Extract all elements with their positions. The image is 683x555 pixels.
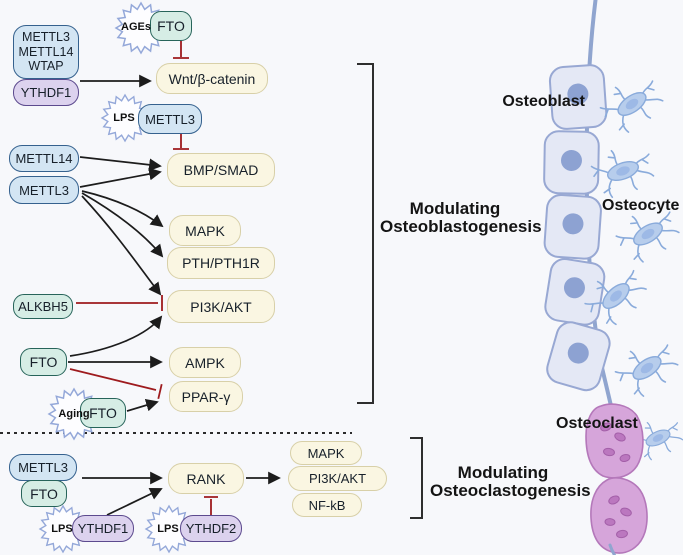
writer-complex-line: WTAP bbox=[28, 59, 64, 74]
node-fto-ages: FTO bbox=[150, 11, 192, 41]
node-ythdf2: YTHDF2 bbox=[180, 515, 242, 542]
node-fto: FTO bbox=[20, 348, 67, 376]
node-pi3k-akt: PI3K/AKT bbox=[167, 290, 275, 323]
activation-arrows bbox=[68, 74, 281, 516]
node-output-nf-kb: NF-kB bbox=[292, 493, 362, 517]
node-mettl3-lps: METTL3 bbox=[138, 104, 202, 134]
lps-starburst-label: LPS bbox=[157, 523, 179, 535]
node-pth-pth1r: PTH/PTH1R bbox=[167, 247, 275, 279]
node-mettl14: METTL14 bbox=[9, 145, 79, 172]
osteoclast-nuclei bbox=[600, 422, 632, 539]
node-fto-aging: FTO bbox=[80, 398, 126, 428]
node-mapk: MAPK bbox=[169, 215, 241, 246]
node-output-pi3k-akt: PI3K/AKT bbox=[288, 466, 387, 491]
osteoclast-cells bbox=[585, 403, 648, 555]
osteoclast-label: Osteoclast bbox=[556, 415, 638, 432]
writer-complex-line: METTL14 bbox=[18, 44, 74, 59]
inhibition-lines bbox=[69, 41, 218, 515]
node-ythdf1-lower: YTHDF1 bbox=[72, 515, 134, 542]
osteoblastogenesis-bracket bbox=[357, 63, 374, 404]
lps-starburst-label: LPS bbox=[51, 523, 73, 535]
node-ppar-gamma: PPAR-γ bbox=[169, 381, 243, 412]
aging-starburst-label: Aging bbox=[58, 408, 90, 420]
node-bmp-smad: BMP/SMAD bbox=[167, 153, 275, 187]
osteocyte-label: Osteocyte bbox=[602, 197, 680, 214]
node-alkbh5: ALKBH5 bbox=[13, 294, 73, 319]
osteoblastogenesis-section-label: Modulating Osteoblastogenesis bbox=[380, 199, 542, 236]
writer-complex-line: METTL3 bbox=[22, 29, 70, 44]
osteoblast-label: Osteoblast bbox=[502, 93, 585, 110]
node-wnt-b-catenin: Wnt/β-catenin bbox=[156, 63, 268, 94]
node-rank: RANK bbox=[168, 463, 244, 494]
node-mettl3: METTL3 bbox=[9, 176, 79, 204]
node-ythdf1: YTHDF1 bbox=[13, 79, 79, 106]
node-ampk: AMPK bbox=[169, 347, 241, 378]
node-writer-complex: METTL3 METTL14 WTAP bbox=[13, 25, 79, 79]
node-output-mapk: MAPK bbox=[290, 441, 362, 465]
node-mettl3-lower: METTL3 bbox=[9, 454, 77, 481]
osteoclastogenesis-bracket bbox=[410, 437, 423, 519]
lps-starburst-label: LPS bbox=[113, 112, 135, 124]
ages-starburst-label: AGEs bbox=[121, 21, 151, 33]
node-fto-lower: FTO bbox=[21, 480, 67, 507]
osteoblast-cells bbox=[543, 64, 611, 392]
osteoclastogenesis-section-label: Modulating Osteoclastogenesis bbox=[430, 463, 591, 500]
